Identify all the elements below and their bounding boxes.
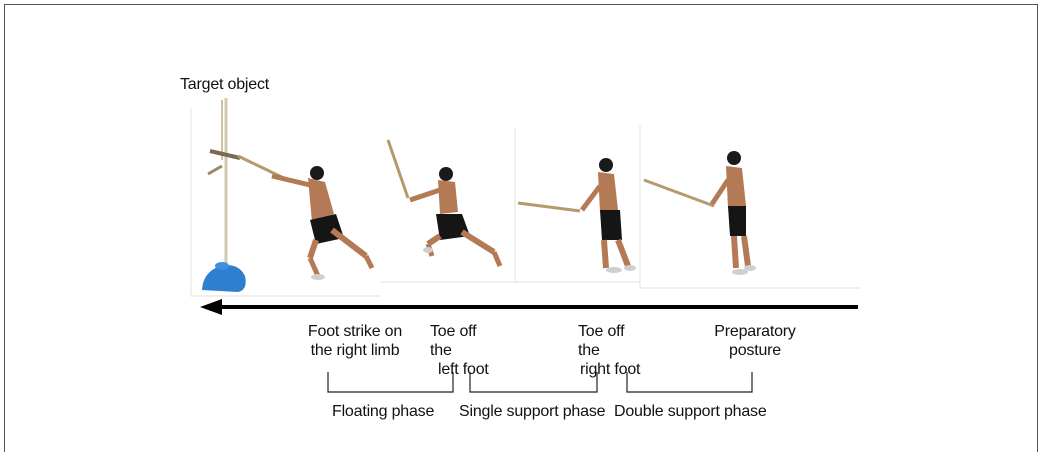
figure-3 <box>518 158 636 273</box>
event-toe-off-left-line2: left foot <box>430 360 500 379</box>
stick-2 <box>388 140 408 198</box>
event-toe-off-left: Toe off the left foot <box>430 322 500 379</box>
direction-arrow <box>200 299 858 315</box>
event-toe-off-right-line1: Toe off the <box>578 322 648 360</box>
stick-3 <box>518 203 580 211</box>
single-support-phase-label: Single support phase <box>459 402 605 421</box>
event-foot-strike-line2: the right limb <box>285 341 425 360</box>
event-toe-off-right-line2: right foot <box>578 360 648 379</box>
event-toe-off-right: Toe off the right foot <box>578 322 648 379</box>
photo-panels <box>191 108 860 296</box>
floating-phase-label: Floating phase <box>332 402 434 421</box>
arrow-head <box>200 299 222 315</box>
figure-2 <box>388 140 500 266</box>
event-toe-off-left-line1: Toe off the <box>430 322 500 360</box>
event-foot-strike: Foot strike on the right limb <box>285 322 425 360</box>
event-preparatory-posture-line2: posture <box>705 341 805 360</box>
event-foot-strike-line1: Foot strike on <box>285 322 425 341</box>
double-support-phase-label: Double support phase <box>614 402 767 421</box>
event-preparatory-posture: Preparatory posture <box>705 322 805 360</box>
target-object <box>202 98 246 292</box>
phase-brackets <box>328 372 752 392</box>
figure-4 <box>644 151 756 275</box>
figure-1 <box>238 156 372 280</box>
stick-4 <box>644 180 714 206</box>
event-preparatory-posture-line1: Preparatory <box>705 322 805 341</box>
